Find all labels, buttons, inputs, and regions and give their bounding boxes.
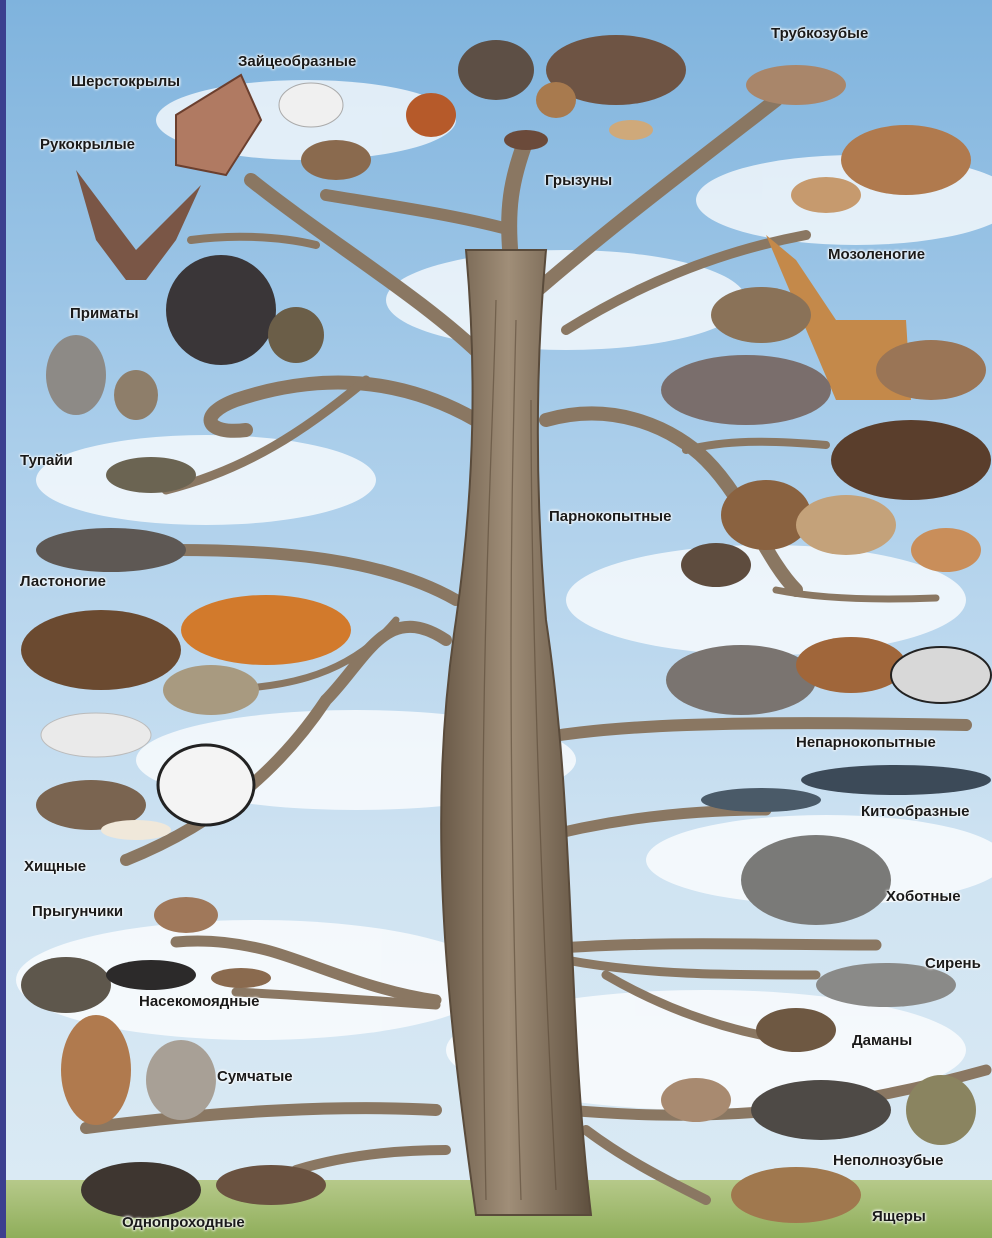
label-marsupials: Сумчатые xyxy=(217,1068,293,1085)
label-proboscideans: Хоботные xyxy=(886,888,961,905)
label-aardvarks: Трубкозубые xyxy=(771,25,868,42)
label-cetaceans: Китообразные xyxy=(861,803,969,820)
label-sirenians: Сирень xyxy=(925,955,981,972)
label-hyraxes: Даманы xyxy=(852,1032,912,1049)
mammal-evolution-tree: Шерстокрылы Зайцеобразные Трубкозубые Ру… xyxy=(6,0,992,1238)
label-lagomorphs: Зайцеобразные xyxy=(238,53,356,70)
label-perissodactyls: Непарнокопытные xyxy=(796,734,936,751)
label-bats: Рукокрылые xyxy=(40,136,135,153)
label-insectivores: Насекомоядные xyxy=(139,993,259,1010)
label-carnivores: Хищные xyxy=(24,858,86,875)
label-pangolins: Ящеры xyxy=(872,1208,926,1225)
label-tylopods: Мозоленогие xyxy=(828,246,925,263)
label-monotremes: Однопроходные xyxy=(122,1214,245,1231)
label-rodents: Грызуны xyxy=(545,172,612,189)
label-treeshrews: Тупайи xyxy=(20,452,73,469)
tree-illustration xyxy=(6,0,992,1238)
label-xenarthrans: Неполнозубые xyxy=(833,1152,943,1169)
label-colugos: Шерстокрылы xyxy=(71,73,180,90)
label-artiodactyls: Парнокопытные xyxy=(549,508,671,525)
label-pinnipeds: Ластоногие xyxy=(20,573,106,590)
label-primates: Приматы xyxy=(70,305,139,322)
label-elephant-shrews: Прыгунчики xyxy=(32,903,123,920)
